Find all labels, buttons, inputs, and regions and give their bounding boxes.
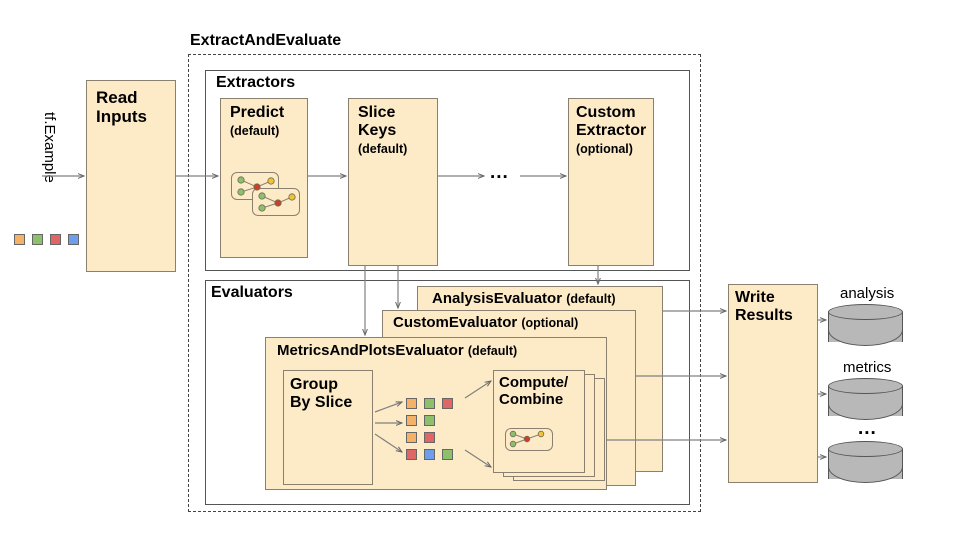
- write-results-line2: Results: [735, 306, 793, 324]
- input-label-tf-example: tf.Example: [41, 112, 58, 183]
- compute-combine-graph-icon: [505, 428, 553, 451]
- compute-combine-line1: Compute/: [499, 374, 569, 391]
- custom-evaluator-qualifier: (optional): [521, 316, 579, 330]
- slice-grid-cell: [406, 398, 417, 409]
- analysis-evaluator-name: AnalysisEvaluator: [432, 290, 563, 307]
- output-analysis-label: analysis: [840, 285, 895, 302]
- output-analysis-cylinder-top: [828, 304, 903, 320]
- input-swatch-green: [32, 234, 43, 245]
- read-inputs-box[interactable]: [86, 80, 176, 272]
- custom-evaluator-label: CustomEvaluator (optional): [393, 314, 578, 331]
- slice-grid-cell: [406, 432, 417, 443]
- input-swatch-orange: [14, 234, 25, 245]
- metrics-and-plots-evaluator-label: MetricsAndPlotsEvaluator (default): [277, 342, 517, 359]
- extract-and-evaluate-container: [188, 54, 701, 512]
- read-inputs-label: Read Inputs: [96, 88, 170, 126]
- predict-graph-icon-front: [252, 188, 300, 216]
- group-by-slice-label: Group By Slice: [290, 376, 374, 412]
- compute-combine-box[interactable]: [493, 370, 585, 473]
- extractor-slice-keys-qualifier: (default): [358, 141, 408, 156]
- output-more-cylinder-top: [828, 441, 903, 457]
- extractor-custom-label: Custom Extractor (optional): [576, 104, 656, 158]
- output-analysis-cylinder-bottom: [828, 330, 903, 346]
- read-inputs-line2: Inputs: [96, 107, 147, 127]
- output-more-cylinder-bottom: [828, 467, 903, 483]
- extractor-predict-name: Predict: [230, 104, 285, 121]
- extractor-predict-qualifier: (default): [230, 123, 280, 138]
- output-metrics-cylinder-top: [828, 378, 903, 394]
- slice-grid-cell: [406, 449, 417, 460]
- extractor-custom-box[interactable]: [568, 98, 654, 266]
- slice-grid-cell: [424, 415, 435, 426]
- output-more-label: ...: [858, 418, 877, 439]
- group-by-slice-box[interactable]: [283, 370, 373, 485]
- extractors-ellipsis: ...: [490, 162, 509, 183]
- slice-grid-cell: [424, 449, 435, 460]
- extractor-slice-keys-box[interactable]: [348, 98, 438, 266]
- evaluators-container: [205, 280, 690, 505]
- compute-combine-line2: Combine: [499, 390, 564, 408]
- extractor-predict-label: Predict (default): [230, 104, 306, 140]
- extractors-container: [205, 70, 690, 271]
- slice-grid-cell: [424, 432, 435, 443]
- read-inputs-line1: Read: [96, 88, 138, 107]
- group-by-slice-line1: Group: [290, 376, 338, 393]
- extractor-slice-keys-name2: Keys: [358, 121, 397, 139]
- evaluators-title: Evaluators: [211, 284, 293, 301]
- analysis-evaluator-qualifier: (default): [566, 292, 616, 306]
- metrics-and-plots-evaluator-name: MetricsAndPlotsEvaluator: [277, 342, 464, 359]
- metrics-and-plots-evaluator-qualifier: (default): [467, 344, 518, 358]
- slice-grid-cell: [406, 415, 417, 426]
- extractor-slice-keys-label: Slice Keys (default): [358, 104, 436, 158]
- write-results-box[interactable]: [728, 284, 818, 483]
- analysis-evaluator-label: AnalysisEvaluator (default): [432, 290, 616, 307]
- write-results-label: Write Results: [735, 289, 821, 325]
- output-metrics-label: metrics: [843, 359, 892, 376]
- input-swatch-blue: [68, 234, 79, 245]
- extractor-custom-name1: Custom: [576, 104, 636, 121]
- extractors-title: Extractors: [216, 74, 296, 91]
- extract-and-evaluate-title: ExtractAndEvaluate: [190, 32, 342, 49]
- slice-grid-cell: [424, 398, 435, 409]
- extractor-slice-keys-name1: Slice: [358, 104, 396, 121]
- input-swatch-red: [50, 234, 61, 245]
- custom-evaluator-name: CustomEvaluator: [393, 314, 518, 331]
- compute-combine-label: Compute/ Combine: [499, 374, 589, 409]
- extractor-custom-name2: Extractor: [576, 121, 647, 139]
- write-results-line1: Write: [735, 289, 775, 306]
- group-by-slice-line2: By Slice: [290, 393, 353, 411]
- extractor-custom-qualifier: (optional): [576, 141, 633, 156]
- slice-grid-cell: [442, 449, 453, 460]
- slice-grid-cell: [442, 398, 453, 409]
